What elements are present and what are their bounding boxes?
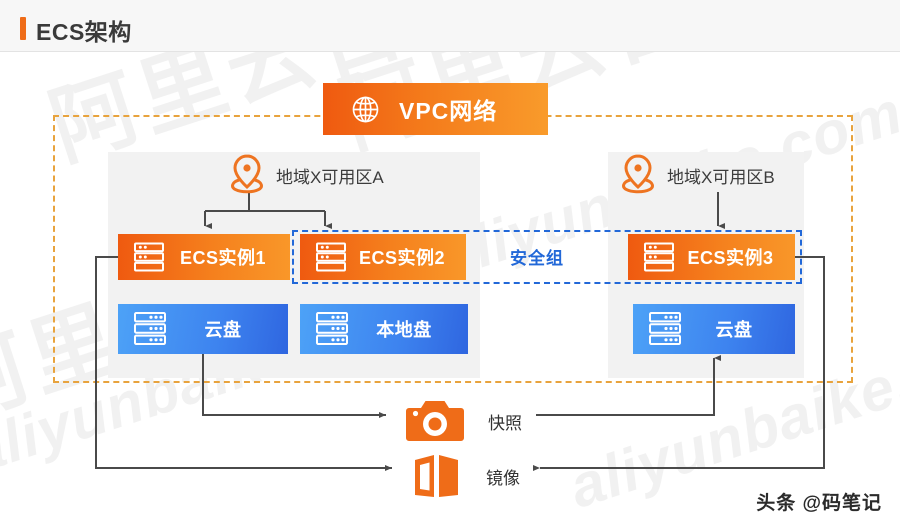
disk-cloud-1[interactable]: 云盘	[118, 304, 288, 354]
connector-wires	[95, 192, 825, 471]
header-accent-bar	[20, 17, 26, 40]
security-group-label: 安全组	[510, 249, 564, 268]
image-label: 镜像	[486, 468, 520, 488]
credit-watermark: 头条 @码笔记	[756, 493, 882, 514]
page-header: ECS架构	[0, 0, 900, 52]
security-group-boundary	[292, 230, 802, 284]
disk-rack-icon	[649, 312, 681, 345]
vpc-banner: VPC网络	[323, 83, 548, 135]
ecs-instance-1[interactable]: ECS实例1	[118, 234, 290, 280]
server-rack-icon	[316, 242, 346, 272]
ecs-instance-2-label: ECS实例2	[358, 248, 446, 268]
location-pin-icon	[622, 154, 654, 194]
disk-local[interactable]: 本地盘	[300, 304, 468, 354]
open-book-icon	[415, 455, 458, 497]
header-divider	[0, 51, 900, 52]
disk-cloud-2-label: 云盘	[715, 320, 753, 340]
image-node[interactable]: 镜像	[412, 452, 520, 500]
disk-rack-icon	[134, 312, 166, 345]
ecs-instance-3[interactable]: ECS实例3	[628, 234, 795, 280]
page-title: ECS架构	[36, 19, 132, 45]
ecs-instance-2[interactable]: ECS实例2	[300, 234, 466, 280]
server-rack-icon	[644, 242, 674, 272]
location-pin-icon	[231, 154, 263, 194]
ecs-instance-1-label: ECS实例1	[179, 248, 267, 268]
snapshot-label: 快照	[488, 413, 522, 433]
server-rack-icon	[134, 242, 164, 272]
architecture-diagram: VPC网络 地域X可用区A 地域X可用区B 安全组	[0, 52, 900, 525]
zone-a-header: 地域X可用区A	[227, 153, 384, 197]
disk-cloud-2[interactable]: 云盘	[633, 304, 795, 354]
globe-icon	[352, 96, 379, 122]
disk-local-label: 本地盘	[376, 320, 432, 340]
disk-cloud-1-label: 云盘	[204, 320, 242, 340]
snapshot-node[interactable]: 快照	[404, 397, 522, 445]
zone-a-label: 地域X可用区A	[276, 167, 384, 187]
zone-b-label: 地域X可用区B	[667, 167, 775, 187]
vpc-label: VPC网络	[399, 98, 498, 124]
ecs-instance-3-label: ECS实例3	[687, 248, 774, 268]
camera-icon	[406, 401, 464, 441]
disk-rack-icon	[316, 312, 348, 345]
zone-b-header: 地域X可用区B	[618, 153, 775, 197]
